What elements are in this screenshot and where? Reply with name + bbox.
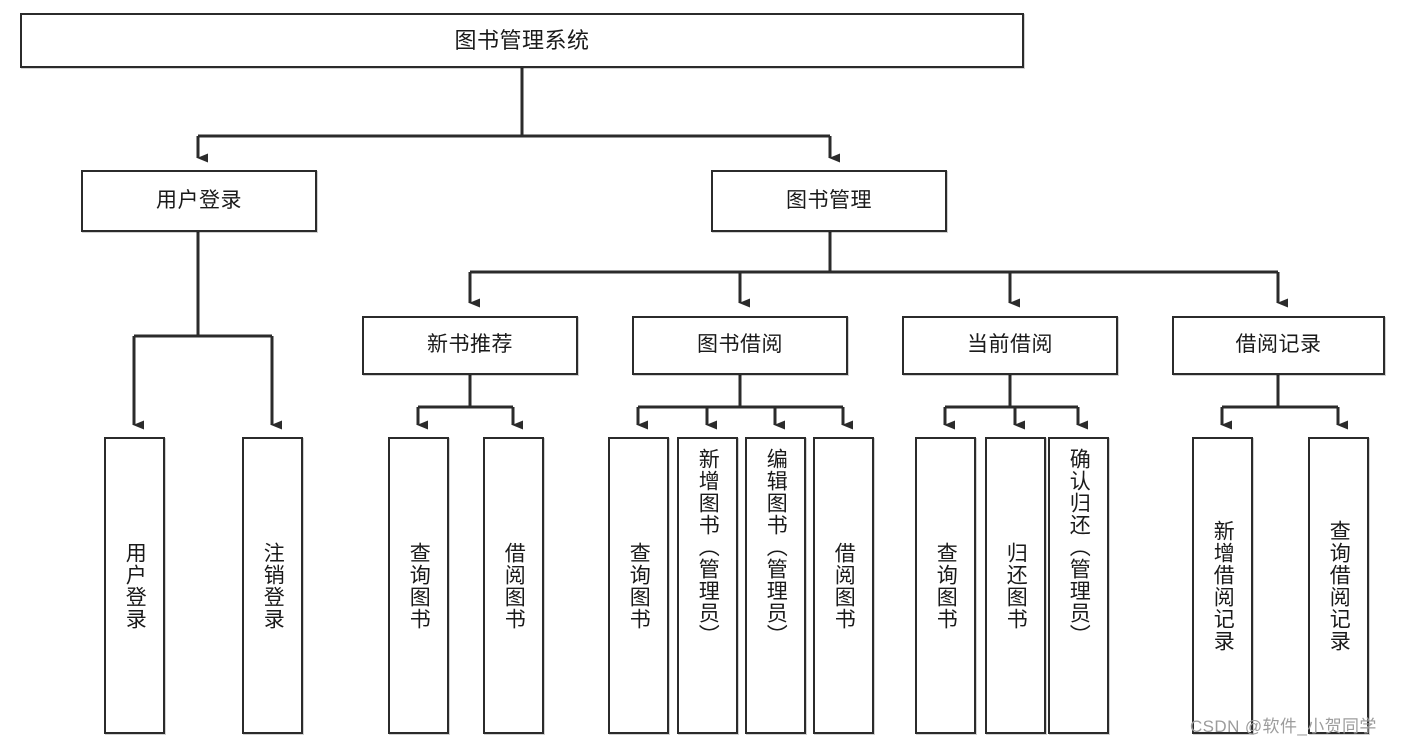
leaf-recommend-query-book[interactable]: 查询图书 xyxy=(388,437,449,734)
node-label: 图书借阅 xyxy=(697,333,783,357)
node-label: 查询图书 xyxy=(934,541,958,630)
node-book-management[interactable]: 图书管理 xyxy=(711,170,947,232)
leaf-borrow-query-book[interactable]: 查询图书 xyxy=(608,437,669,734)
node-current-borrowing[interactable]: 当前借阅 xyxy=(902,316,1118,375)
node-label: 确认归还（管理员） xyxy=(1067,448,1091,646)
node-label: 用户登录 xyxy=(156,188,242,212)
node-label: 查询图书 xyxy=(407,541,431,630)
leaf-current-return-book[interactable]: 归还图书 xyxy=(985,437,1046,734)
node-label: 归还图书 xyxy=(1004,541,1028,630)
node-label: 借阅记录 xyxy=(1235,333,1322,357)
node-label: 当前借阅 xyxy=(967,333,1053,357)
leaf-borrow-borrow-book[interactable]: 借阅图书 xyxy=(813,437,874,734)
node-label: 用户登录 xyxy=(123,541,147,630)
node-label: 新增图书（管理员） xyxy=(696,448,720,646)
leaf-user-login[interactable]: 用户登录 xyxy=(104,437,165,734)
node-borrowing-record[interactable]: 借阅记录 xyxy=(1172,316,1385,375)
node-book-borrowing[interactable]: 图书借阅 xyxy=(632,316,848,375)
node-label: 编辑图书（管理员） xyxy=(764,448,788,646)
leaf-user-logout[interactable]: 注销登录 xyxy=(242,437,303,734)
leaf-borrow-add-book-admin[interactable]: 新增图书（管理员） xyxy=(677,437,738,734)
leaf-current-confirm-return-admin[interactable]: 确认归还（管理员） xyxy=(1048,437,1109,734)
node-label: 查询借阅记录 xyxy=(1327,519,1351,652)
leaf-recommend-borrow-book[interactable]: 借阅图书 xyxy=(483,437,544,734)
leaf-record-query-borrow-record[interactable]: 查询借阅记录 xyxy=(1308,437,1369,734)
node-label: 借阅图书 xyxy=(832,541,856,630)
node-label: 图书管理 xyxy=(786,188,872,212)
leaf-record-add-borrow-record[interactable]: 新增借阅记录 xyxy=(1192,437,1253,734)
node-label: 借阅图书 xyxy=(502,541,526,630)
node-label: 新书推荐 xyxy=(427,333,513,357)
node-root-book-management-system[interactable]: 图书管理系统 xyxy=(20,13,1024,68)
node-label: 新增借阅记录 xyxy=(1211,519,1235,652)
csdn-watermark: CSDN @软件_小贺同学 xyxy=(1190,717,1377,736)
leaf-current-query-book[interactable]: 查询图书 xyxy=(915,437,976,734)
node-label: 图书管理系统 xyxy=(454,27,590,53)
node-label: 注销登录 xyxy=(261,541,285,630)
node-new-book-recommendation[interactable]: 新书推荐 xyxy=(362,316,578,375)
node-user-login[interactable]: 用户登录 xyxy=(81,170,317,232)
node-label: 查询图书 xyxy=(627,541,651,630)
leaf-borrow-edit-book-admin[interactable]: 编辑图书（管理员） xyxy=(745,437,806,734)
